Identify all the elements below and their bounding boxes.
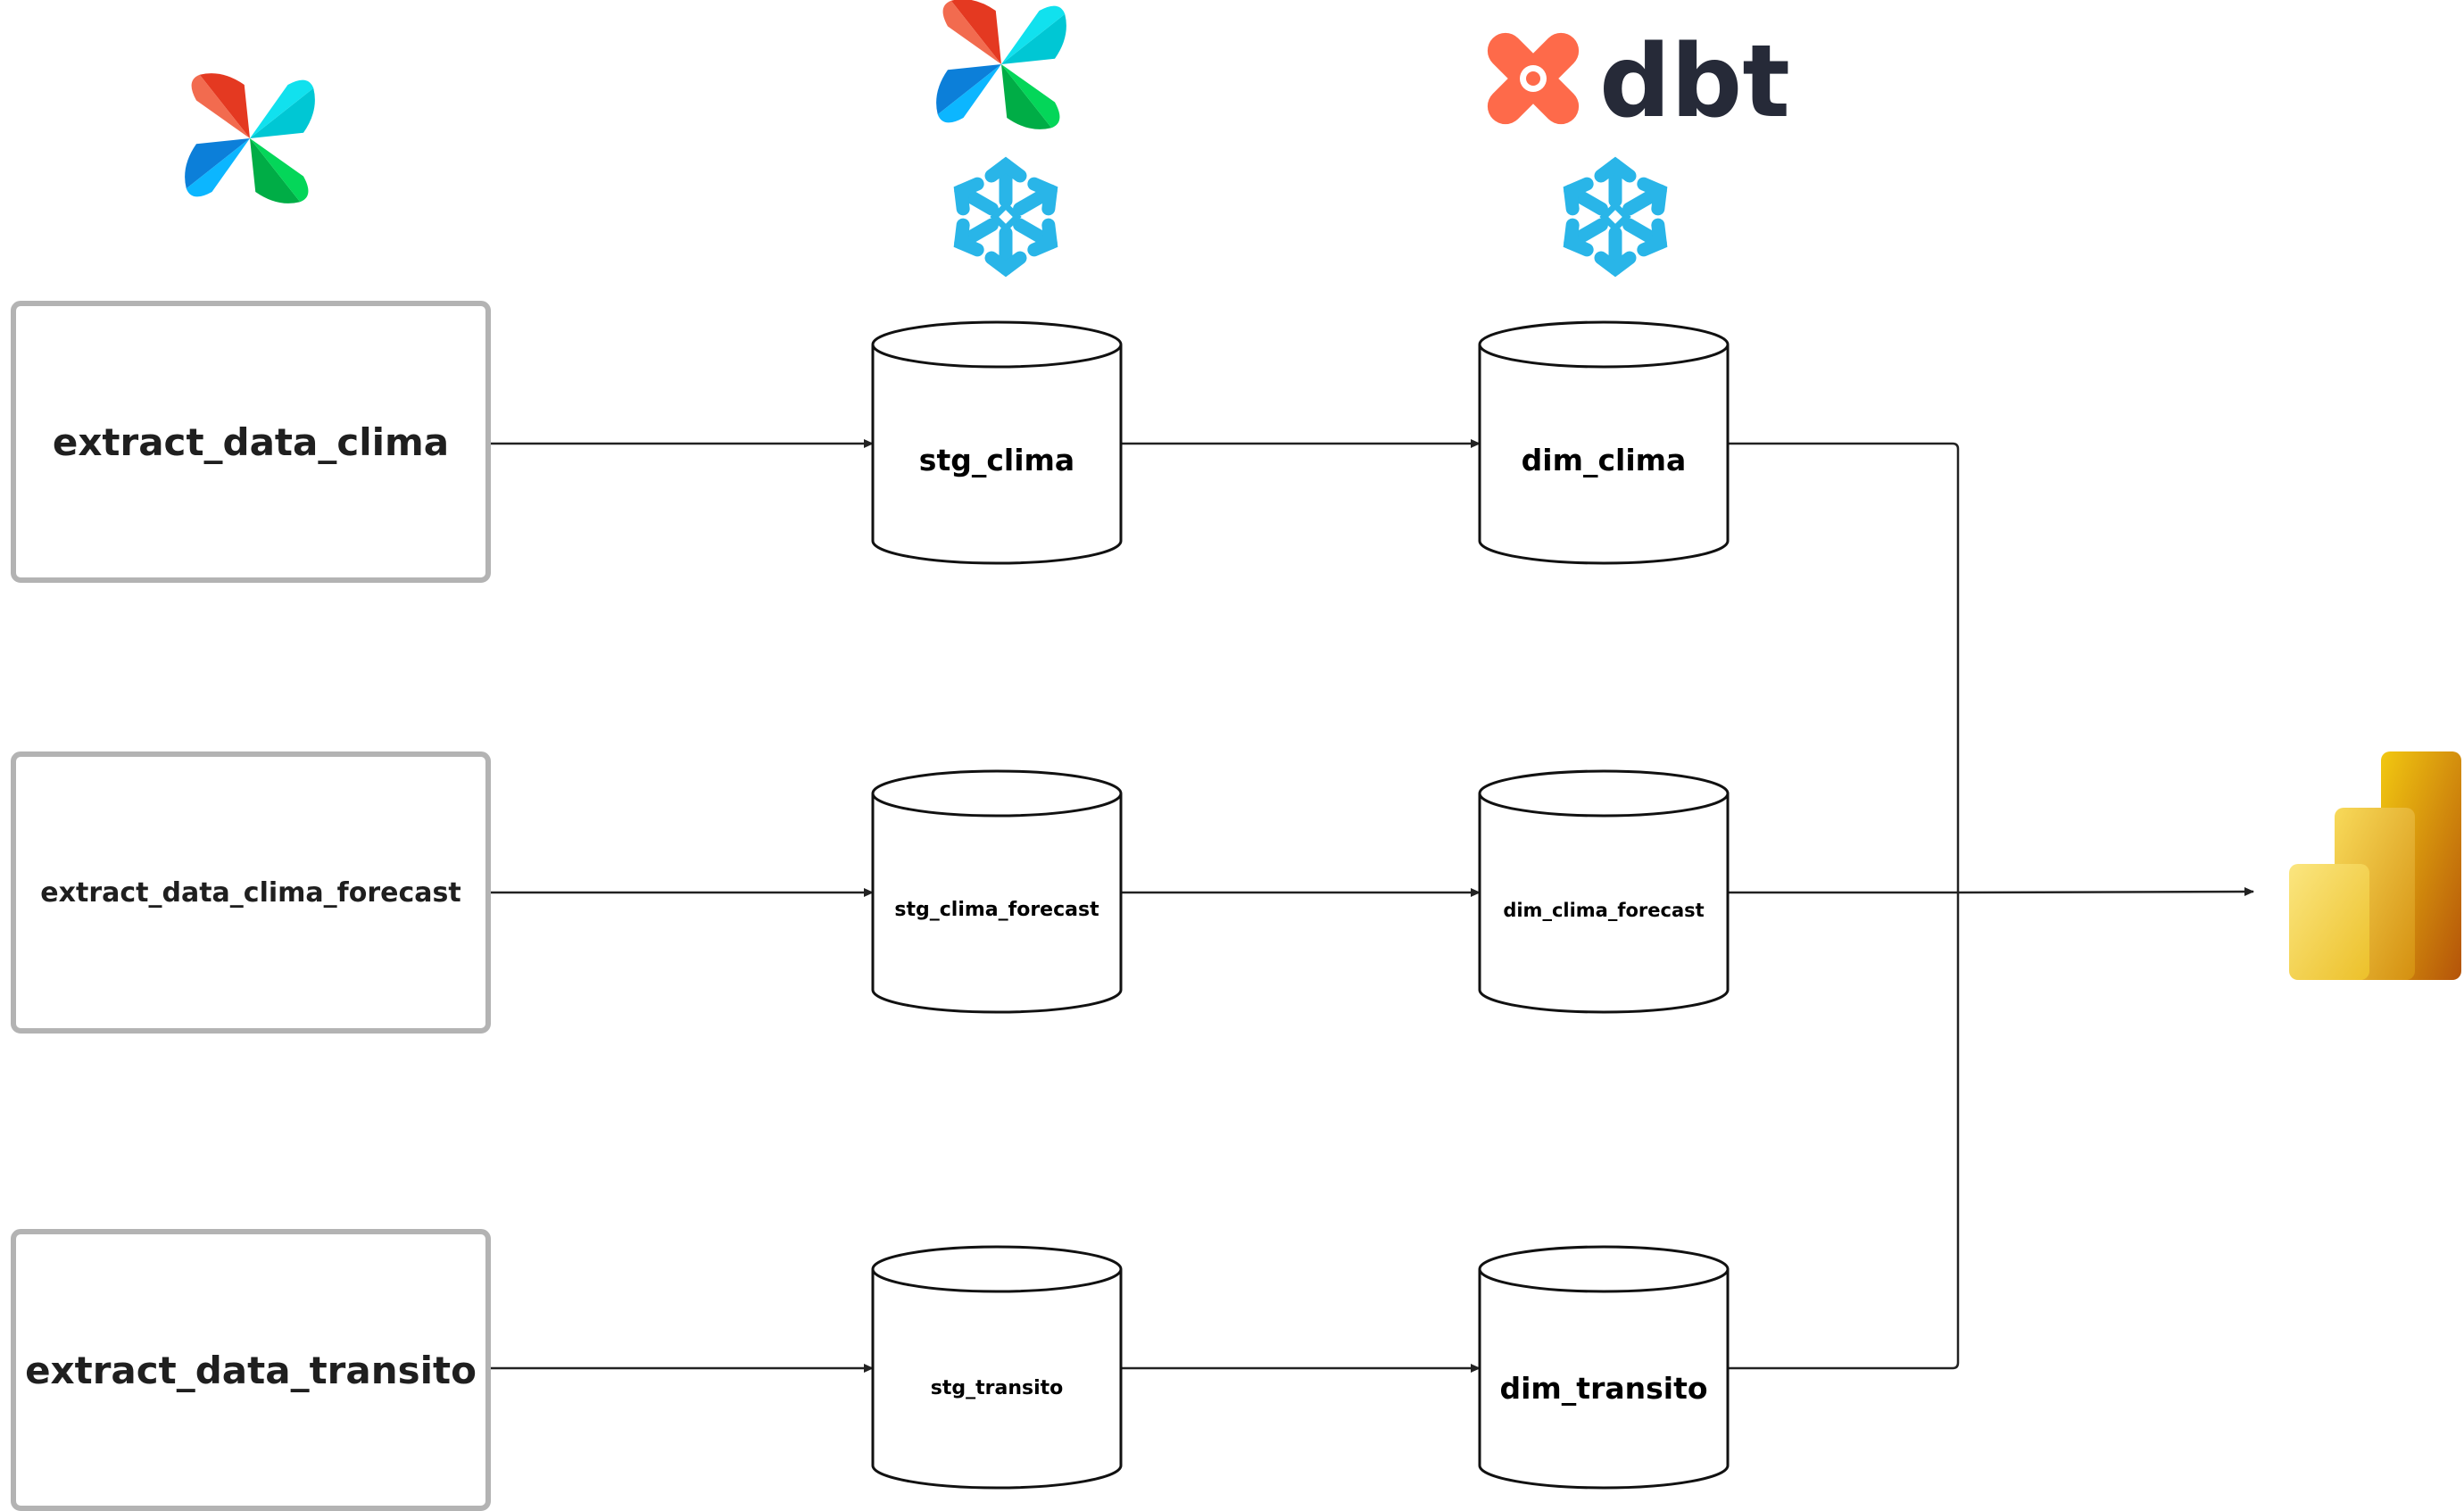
- dim-transito-label: dim_transito: [1499, 1371, 1708, 1406]
- power-bi-icon: [2289, 751, 2461, 980]
- extract-task-label: extract_data_clima_forecast: [40, 876, 461, 909]
- cylinder-stg-clima: [871, 320, 1123, 565]
- cylinder-dim-clima: [1478, 320, 1730, 565]
- cylinder-stg-clima-forecast: [871, 769, 1123, 1014]
- cylinder-dim-clima-forecast: [1478, 769, 1730, 1014]
- extract-task-label: extract_data_clima: [52, 419, 450, 464]
- stg-clima-label: stg_clima: [918, 443, 1075, 477]
- connector-dims-to-power-bi: [1728, 442, 2254, 1370]
- dim-clima-forecast-label: dim_clima_forecast: [1503, 900, 1705, 921]
- dbt-icon: [1487, 32, 1580, 125]
- cylinder-stg-transito: [871, 1245, 1123, 1490]
- snowflake-icon: [953, 156, 1058, 278]
- extract-task-clima[interactable]: extract_data_clima: [11, 301, 491, 583]
- snowflake-icon: [1563, 156, 1668, 278]
- extract-task-transito[interactable]: extract_data_transito: [11, 1229, 491, 1511]
- stg-clima-forecast-label: stg_clima_forecast: [894, 899, 1099, 921]
- extract-task-clima-forecast[interactable]: extract_data_clima_forecast: [11, 751, 491, 1034]
- airflow-pinwheel-icon: [185, 73, 315, 203]
- extract-task-label: extract_data_transito: [25, 1348, 477, 1392]
- dim-clima-label: dim_clima: [1521, 443, 1687, 477]
- dbt-wordmark: dbt: [1599, 24, 1790, 140]
- cylinder-dim-transito: [1478, 1245, 1730, 1490]
- stg-transito-label: stg_transito: [930, 1377, 1064, 1399]
- airflow-pinwheel-icon: [936, 0, 1066, 129]
